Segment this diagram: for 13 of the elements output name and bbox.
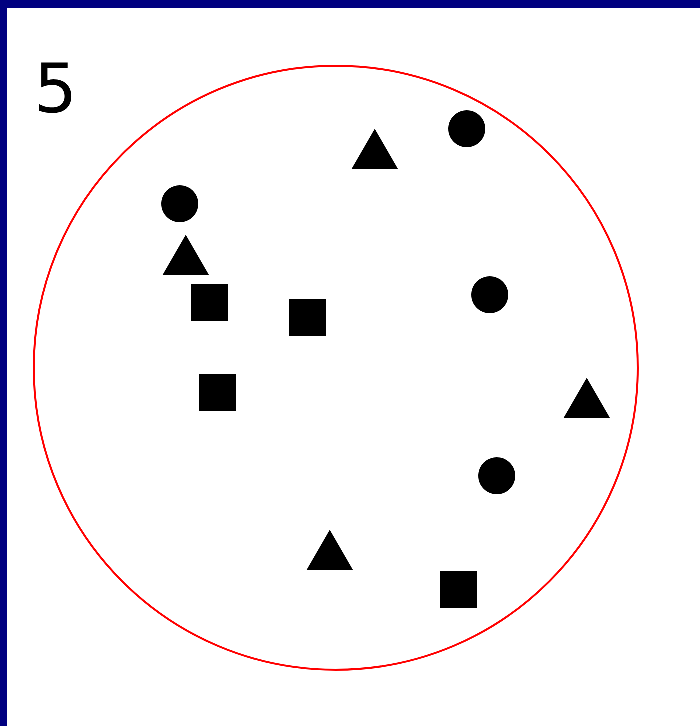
dot <box>448 110 486 148</box>
triangle-marker <box>162 235 210 276</box>
square-marker <box>290 300 326 336</box>
triangle-marker <box>564 378 610 418</box>
triangle-marker <box>352 129 398 170</box>
triangle-marker <box>306 530 354 570</box>
square-marker <box>440 572 478 608</box>
dot <box>472 276 508 314</box>
square-marker <box>200 374 236 412</box>
number-label: 5 <box>39 62 72 114</box>
square-marker <box>192 284 228 322</box>
dot <box>162 186 198 222</box>
dot <box>478 458 516 494</box>
